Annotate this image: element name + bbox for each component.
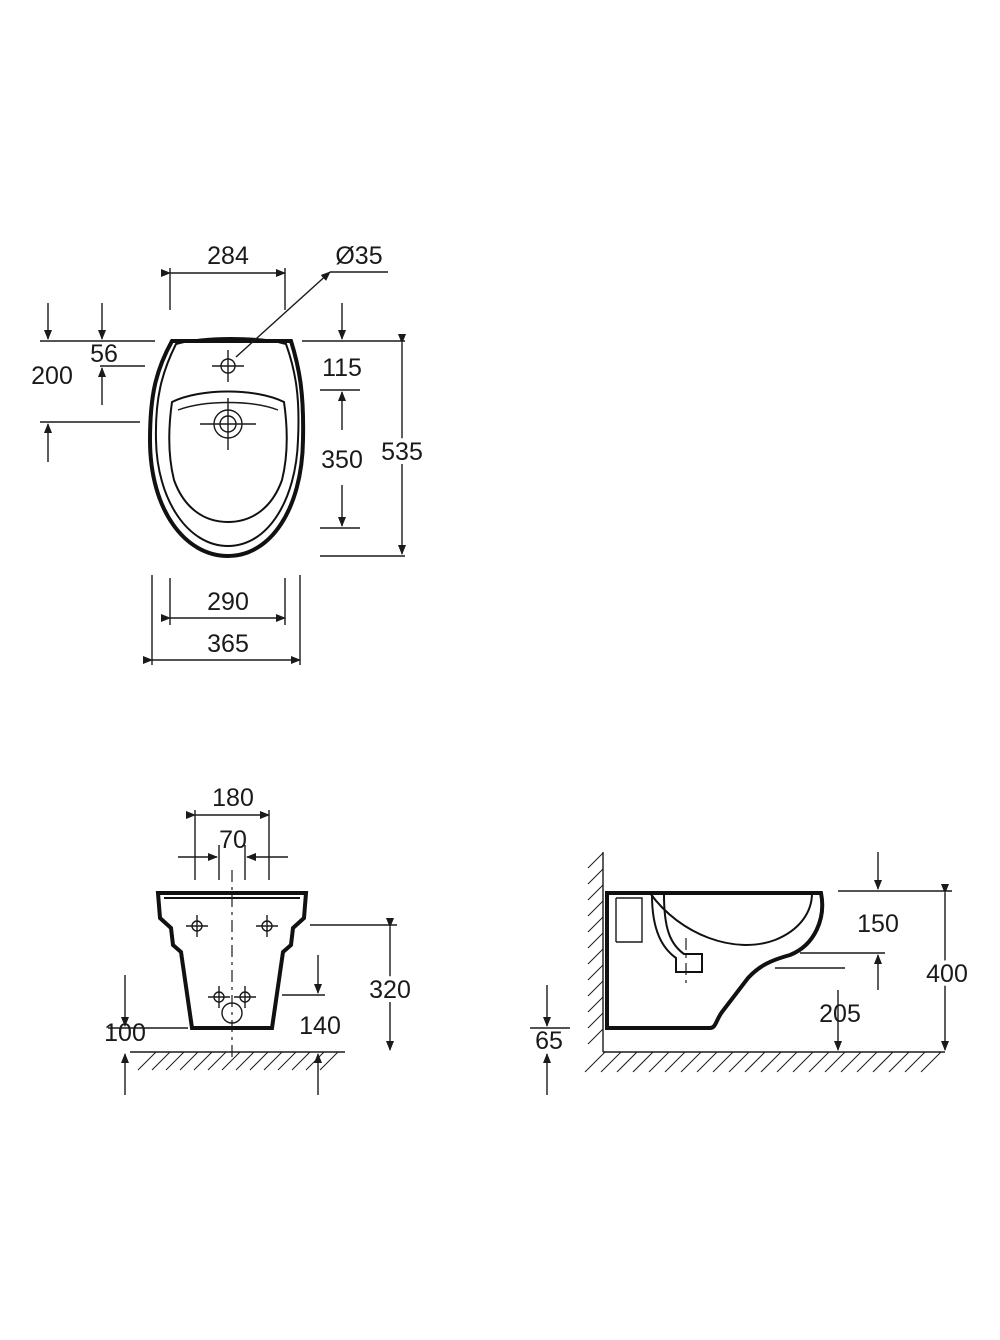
dim-180: 180: [212, 784, 254, 812]
top-view-outline: [147, 339, 306, 559]
front-view: 180 70 320 140 100: [104, 784, 415, 1095]
front-view-outline: [155, 891, 309, 1030]
wall-hatch: [587, 852, 604, 1045]
dim-365: 365: [207, 630, 249, 658]
dim-205: 205: [819, 1000, 861, 1028]
dim-200: 200: [31, 362, 73, 390]
mounting-hole-icon: [208, 986, 230, 1008]
dim-70: 70: [219, 826, 247, 854]
top-view-rim: [154, 337, 300, 548]
outlet-icon: [221, 1002, 243, 1024]
dim-140: 140: [299, 1012, 341, 1040]
mounting-hole-icon: [234, 986, 256, 1008]
side-view-outline: [605, 891, 825, 1030]
floor-hatch: [584, 1051, 942, 1073]
dim-150: 150: [857, 910, 899, 938]
dim-290: 290: [207, 588, 249, 616]
dim-56: 56: [90, 340, 118, 368]
floor-hatch: [137, 1051, 339, 1071]
dim-535: 535: [381, 438, 423, 466]
trap-icon: [651, 894, 703, 973]
tap-hole-icon: [212, 350, 244, 382]
dim-hole-diameter: Ø35: [335, 242, 382, 270]
dim-350: 350: [321, 446, 363, 474]
dim-65: 65: [535, 1027, 563, 1055]
mounting-hole-icon: [256, 915, 278, 937]
dim-284: 284: [207, 242, 249, 270]
side-view: 150 205 400 65: [530, 852, 972, 1095]
mounting-hole-icon: [186, 915, 208, 937]
top-view-bowl: [168, 390, 288, 524]
drain-icon: [200, 398, 256, 450]
dim-320: 320: [369, 976, 411, 1004]
dim-115: 115: [322, 354, 362, 382]
dim-400: 400: [926, 960, 968, 988]
top-view: 284 Ø35 56 200 115 350 535 290: [31, 242, 427, 665]
dim-100: 100: [104, 1019, 146, 1047]
